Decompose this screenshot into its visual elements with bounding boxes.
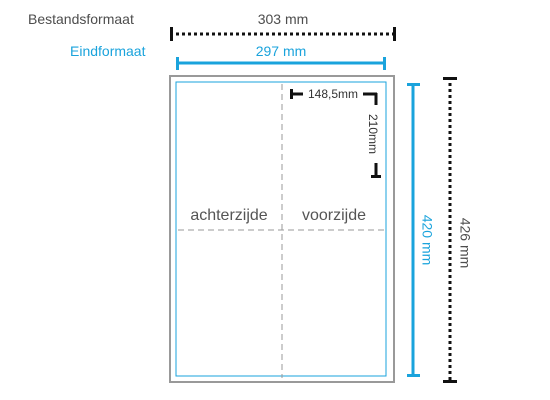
stock-format-label: Bestandsformaat <box>28 11 134 27</box>
front-panel-label: voorzijde <box>302 207 366 224</box>
back-panel-label: achterzijde <box>190 207 267 224</box>
final-height-label: 420 mm <box>419 215 435 266</box>
final-width-dimension <box>176 57 386 70</box>
stock-width-label: 303 mm <box>258 11 309 27</box>
final-width-label: 297 mm <box>256 43 307 59</box>
stock-height-dimension <box>443 77 457 383</box>
panel-height-label: 210mm <box>366 114 380 154</box>
final-format-label: Eindformaat <box>70 43 146 59</box>
stock-width-dimension <box>170 27 396 41</box>
panel-height-dimension <box>371 93 381 178</box>
stock-height-label: 426 mm <box>457 218 473 269</box>
final-height-dimension <box>407 83 420 377</box>
panel-width-label: 148,5mm <box>308 87 358 101</box>
final-trim-outline <box>175 81 387 377</box>
